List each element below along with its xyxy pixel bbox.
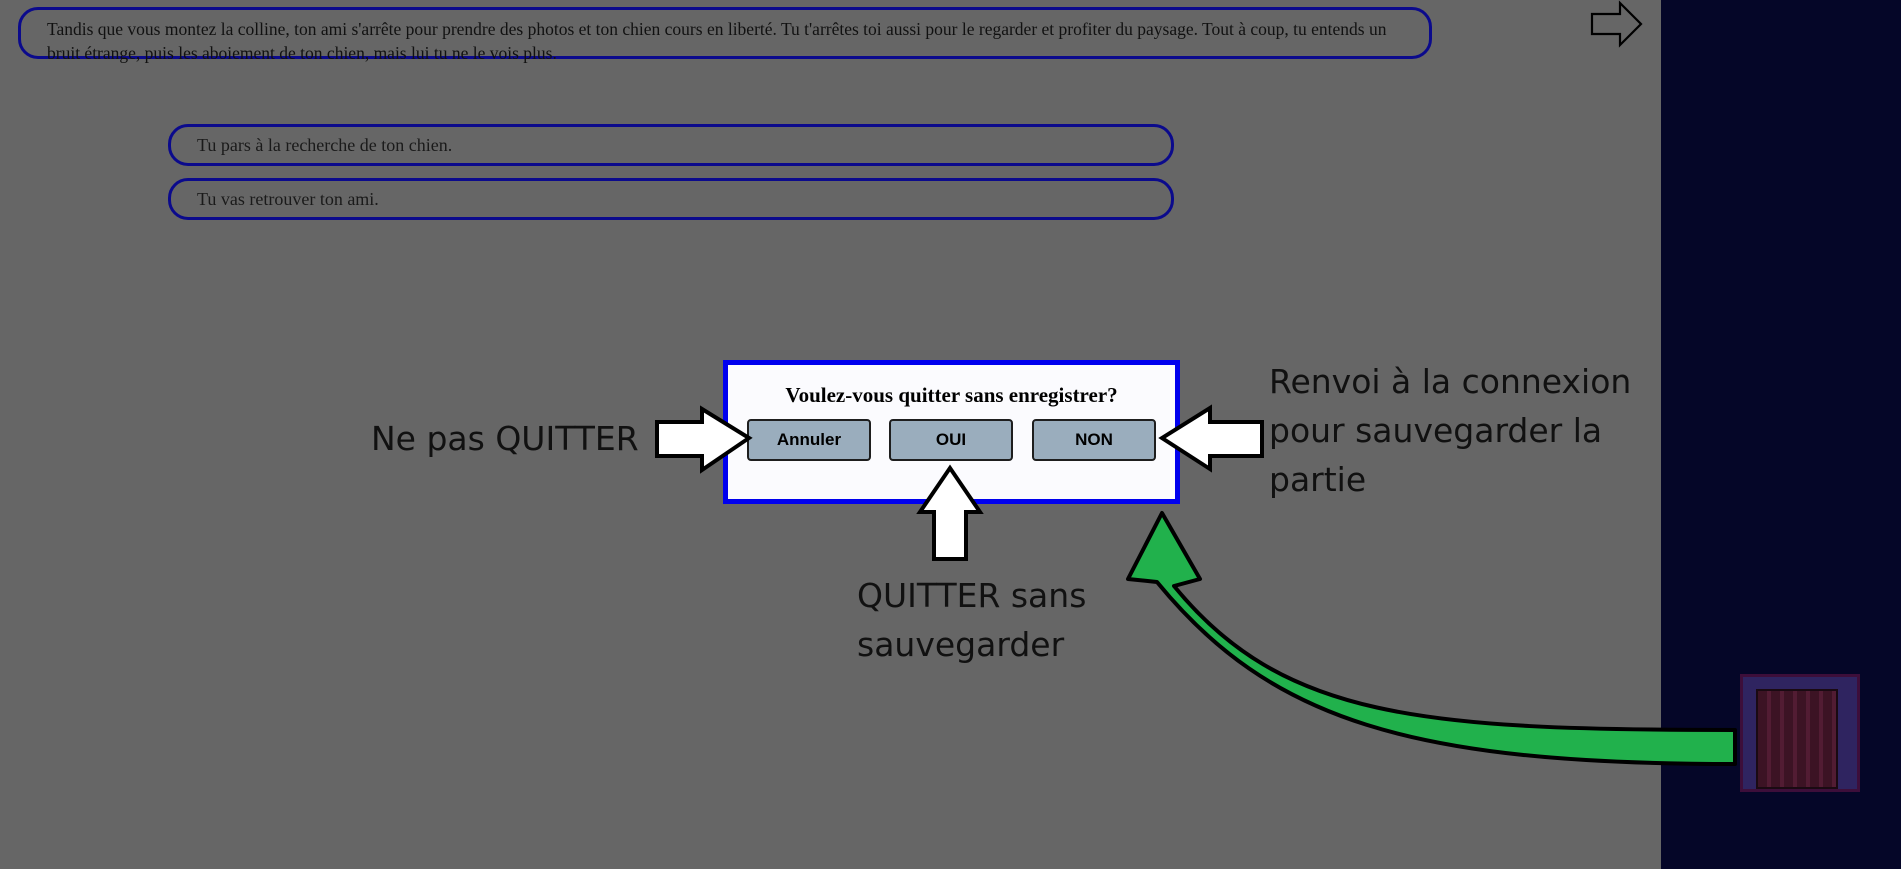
cancel-button[interactable]: Annuler xyxy=(747,419,871,461)
choice-find-friend[interactable]: Tu vas retrouver ton ami. xyxy=(168,178,1174,220)
choice-label: Tu pars à la recherche de ton chien. xyxy=(197,135,453,155)
story-text-box: Tandis que vous montez la colline, ton a… xyxy=(18,7,1432,63)
annotation-cancel: Ne pas QUITTER xyxy=(371,414,639,463)
annotation-no-line3: partie xyxy=(1269,460,1367,499)
story-text: Tandis que vous montez la colline, ton a… xyxy=(47,19,1387,63)
annotation-yes: QUITTER sans sauvegarder xyxy=(857,571,1086,669)
green-arrow-icon xyxy=(1126,511,1737,766)
annotation-yes-line1: QUITTER sans xyxy=(857,576,1087,615)
annotation-no-line1: Renvoi à la connexion xyxy=(1269,362,1632,401)
no-button[interactable]: NON xyxy=(1032,419,1156,461)
annotation-no-line2: pour sauvegarder la xyxy=(1269,411,1603,450)
annotation-yes-line2: sauvegarder xyxy=(857,625,1065,664)
next-arrow-icon[interactable] xyxy=(1588,0,1644,48)
annotation-no: Renvoi à la connexion pour sauvegarder l… xyxy=(1269,357,1631,504)
quit-confirm-dialog: Voulez-vous quitter sans enregistrer? An… xyxy=(723,360,1180,504)
yes-button[interactable]: OUI xyxy=(889,419,1013,461)
door-icon xyxy=(1756,689,1838,789)
exit-door-button[interactable] xyxy=(1740,674,1860,792)
annotation-cancel-text: Ne pas QUITTER xyxy=(371,419,639,458)
choice-search-dog[interactable]: Tu pars à la recherche de ton chien. xyxy=(168,124,1174,166)
dialog-title: Voulez-vous quitter sans enregistrer? xyxy=(785,383,1118,407)
choice-label: Tu vas retrouver ton ami. xyxy=(197,189,379,209)
